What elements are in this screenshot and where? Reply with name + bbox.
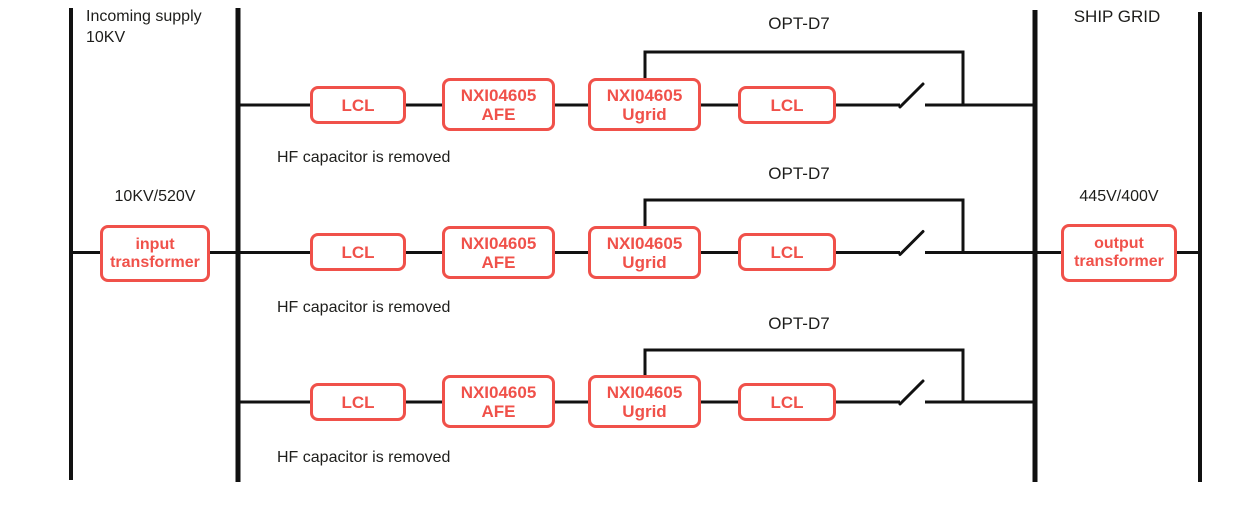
hf-capacitor-note: HF capacitor is removed: [277, 149, 451, 166]
ugrid-converter-box: NXI04605 Ugrid: [588, 375, 701, 428]
input-transformer-ratio-label: 10KV/520V: [114, 188, 196, 205]
incoming-supply-label: Incoming supply 10KV: [86, 6, 202, 48]
afe-model-label: NXI04605: [460, 382, 537, 402]
afe-converter-box: NXI04605 AFE: [442, 375, 555, 428]
afe-model-label: NXI04605: [460, 233, 537, 253]
output-transformer-box: output transformer: [1061, 224, 1177, 282]
bypass-wire: [643, 348, 965, 402]
lcl-filter-box: LCL: [310, 233, 406, 271]
afe-type-label: AFE: [481, 104, 516, 124]
lcl-label: LCL: [341, 95, 375, 115]
ship-grid-label: SHIP GRID: [1073, 7, 1161, 26]
disconnect-switch-icon: [898, 230, 925, 256]
disconnect-switch-icon: [898, 82, 925, 109]
afe-converter-box: NXI04605 AFE: [442, 226, 555, 279]
ugrid-model-label: NXI04605: [606, 233, 683, 253]
afe-type-label: AFE: [481, 252, 516, 272]
lcl-label: LCL: [341, 392, 375, 412]
lcl-filter-box: LCL: [738, 233, 836, 271]
branch-3-wiring: [238, 348, 1035, 406]
lcl-label: LCL: [770, 242, 804, 262]
bypass-wire: [643, 50, 965, 105]
lcl-filter-box: LCL: [310, 383, 406, 421]
output-transformer-line1: output: [1094, 235, 1144, 252]
ugrid-model-label: NXI04605: [606, 85, 683, 105]
disconnect-switch-icon: [898, 379, 925, 406]
branch-1-wiring: [238, 50, 1035, 109]
ugrid-model-label: NXI04605: [606, 382, 683, 402]
input-transformer-line1: input: [135, 235, 175, 253]
input-transformer-line2: transformer: [110, 253, 200, 271]
output-transformer-line2: transformer: [1074, 253, 1164, 270]
ugrid-converter-box: NXI04605 Ugrid: [588, 226, 701, 279]
opt-d7-label: OPT-D7: [768, 314, 830, 333]
incoming-supply-line2: 10KV: [86, 29, 126, 46]
ugrid-converter-box: NXI04605 Ugrid: [588, 78, 701, 131]
afe-converter-box: NXI04605 AFE: [442, 78, 555, 131]
opt-d7-label: OPT-D7: [768, 164, 830, 183]
output-transformer-ratio-label: 445V/400V: [1079, 188, 1159, 205]
lcl-label: LCL: [341, 242, 375, 262]
lcl-label: LCL: [770, 95, 804, 115]
ugrid-type-label: Ugrid: [622, 401, 667, 421]
incoming-supply-line1: Incoming supply: [86, 8, 202, 25]
lcl-filter-box: LCL: [738, 86, 836, 124]
lcl-filter-box: LCL: [738, 383, 836, 421]
input-transformer-box: input transformer: [100, 225, 210, 282]
hf-capacitor-note: HF capacitor is removed: [277, 299, 451, 316]
opt-d7-label: OPT-D7: [768, 14, 830, 33]
ugrid-type-label: Ugrid: [622, 252, 667, 272]
branch-2-wiring: [238, 198, 1035, 256]
hf-capacitor-note: HF capacitor is removed: [277, 449, 451, 466]
afe-type-label: AFE: [481, 401, 516, 421]
afe-model-label: NXI04605: [460, 85, 537, 105]
lcl-filter-box: LCL: [310, 86, 406, 124]
bypass-wire: [643, 198, 965, 253]
lcl-label: LCL: [770, 392, 804, 412]
ugrid-type-label: Ugrid: [622, 104, 667, 124]
